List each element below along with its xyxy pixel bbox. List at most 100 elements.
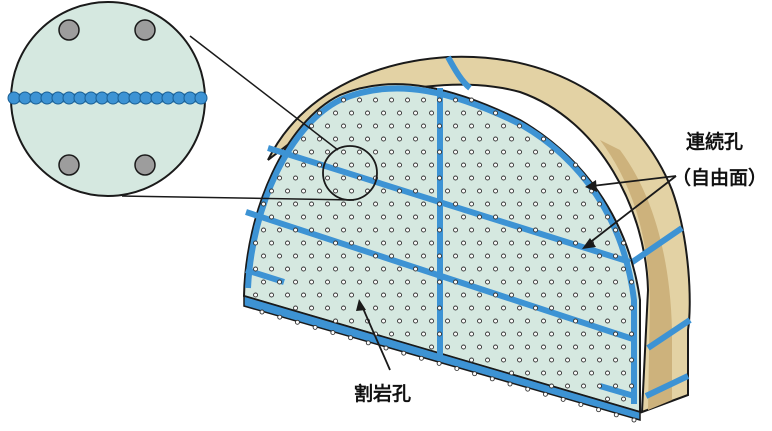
blast-hole-dot: [309, 123, 314, 129]
blast-hole-dot: [389, 331, 394, 337]
blast-hole-dot: [429, 292, 434, 298]
continuous-hole-bead: [139, 91, 153, 105]
blast-hole-dot: [589, 214, 594, 220]
blast-hole-dot: [597, 279, 602, 285]
blast-hole-dot: [629, 305, 634, 311]
blast-hole-dot: [437, 305, 442, 311]
label-blast-holes: 割岩孔: [354, 382, 411, 405]
blast-hole-dot: [293, 201, 298, 207]
blast-hole-dot: [421, 97, 426, 103]
blast-hole-dot: [309, 279, 314, 285]
blast-hole-dot: [533, 305, 538, 311]
blast-hole-dot: [253, 240, 258, 246]
continuous-hole-beads: [7, 91, 208, 105]
blast-hole-dot: [381, 162, 386, 168]
blast-hole-dot: [405, 123, 410, 129]
blast-hole-dot: [253, 266, 258, 272]
blast-hole-dot: [301, 266, 306, 272]
blast-hole-dot: [301, 136, 306, 142]
blast-hole-dot: [413, 292, 418, 298]
blast-hole-dot: [549, 149, 554, 155]
blast-hole-dot: [373, 97, 378, 103]
groove-horizontal-1: [267, 145, 631, 265]
blast-hole-dot: [429, 188, 434, 194]
blast-hole-dot: [493, 162, 498, 168]
blast-hole-dot: [525, 344, 530, 350]
blast-hole-dot: [445, 292, 450, 298]
blast-hole-dot: [493, 110, 498, 116]
blast-hole-dot: [621, 318, 626, 324]
blast-hole-dot: [445, 162, 450, 168]
blast-hole-dot: [341, 201, 346, 207]
blast-hole-dot: [389, 305, 394, 311]
blast-hole-dot: [477, 318, 482, 324]
blast-hole-dot: [397, 266, 402, 272]
continuous-hole-bead: [29, 91, 43, 105]
blast-hole-dot: [325, 253, 330, 259]
blast-hole-dot: [405, 279, 410, 285]
blast-hole-dot: [501, 331, 506, 337]
blast-hole-dot: [453, 331, 458, 337]
blast-hole-dot: [317, 292, 322, 298]
blast-hole-dot: [421, 253, 426, 259]
blast-hole-dot: [605, 318, 610, 324]
blast-hole-end: [542, 391, 548, 397]
blast-hole-dot: [573, 162, 578, 168]
blast-hole-dot: [309, 253, 314, 259]
blast-hole-dot: [533, 253, 538, 259]
blast-hole-dot: [629, 331, 634, 337]
blast-hole-dot: [509, 188, 514, 194]
blast-hole-dot: [349, 162, 354, 168]
blast-hole-dot: [493, 266, 498, 272]
blast-hole-dot: [525, 214, 530, 220]
blast-hole-dot: [501, 175, 506, 181]
blast-hole-dot: [485, 357, 490, 363]
blast-hole-dot: [549, 253, 554, 259]
blast-hole-dot: [397, 110, 402, 116]
blast-hole-dot: [461, 318, 466, 324]
blast-hole-dot: [349, 188, 354, 194]
blast-hole-dot: [509, 162, 514, 168]
blast-hole-dot: [541, 162, 546, 168]
blast-hole-dot: [413, 318, 418, 324]
blast-hole-dot: [469, 201, 474, 207]
blast-hole-dot: [605, 292, 610, 298]
blast-hole-dot: [453, 253, 458, 259]
blast-hole-dot: [373, 279, 378, 285]
blast-hole-dot: [365, 292, 370, 298]
blast-hole-dot: [373, 227, 378, 233]
blast-hole-dot: [437, 331, 442, 337]
blast-hole-dot: [461, 162, 466, 168]
blast-hole-dot: [477, 344, 482, 350]
blast-hole-dot: [509, 240, 514, 246]
blast-hole-dot: [333, 188, 338, 194]
blast-hole-dot: [541, 318, 546, 324]
blast-hole-dot: [341, 253, 346, 259]
blast-hole-dot: [341, 227, 346, 233]
blast-hole-dot: [501, 279, 506, 285]
blast-hole-dot: [509, 292, 514, 298]
blast-hole-dot: [453, 227, 458, 233]
blast-hole-dot: [477, 162, 482, 168]
blast-hole-dot: [437, 201, 442, 207]
blast-hole-dot: [549, 357, 554, 363]
blast-hole-dot: [509, 344, 514, 350]
blast-hole-end: [578, 402, 584, 408]
blast-hole-dot: [541, 240, 546, 246]
blast-hole-dot: [461, 110, 466, 116]
blast-hole-dot: [437, 97, 442, 103]
blast-hole-dot: [541, 292, 546, 298]
blast-hole-dot: [389, 175, 394, 181]
blast-hole-dot: [413, 136, 418, 142]
annotations: 連続孔 （自由面） 割岩孔: [354, 130, 767, 405]
blast-hole-dot: [485, 149, 490, 155]
blast-hole-dot: [469, 253, 474, 259]
blast-hole-dot: [613, 279, 618, 285]
blast-hole-dot: [469, 357, 474, 363]
blast-hole-dot: [549, 383, 554, 389]
blast-hole-end: [613, 412, 619, 418]
blast-hole-dot: [333, 214, 338, 220]
blast-hole-dot: [613, 305, 618, 311]
blast-hole-dot: [581, 279, 586, 285]
blast-hole-dot: [397, 214, 402, 220]
